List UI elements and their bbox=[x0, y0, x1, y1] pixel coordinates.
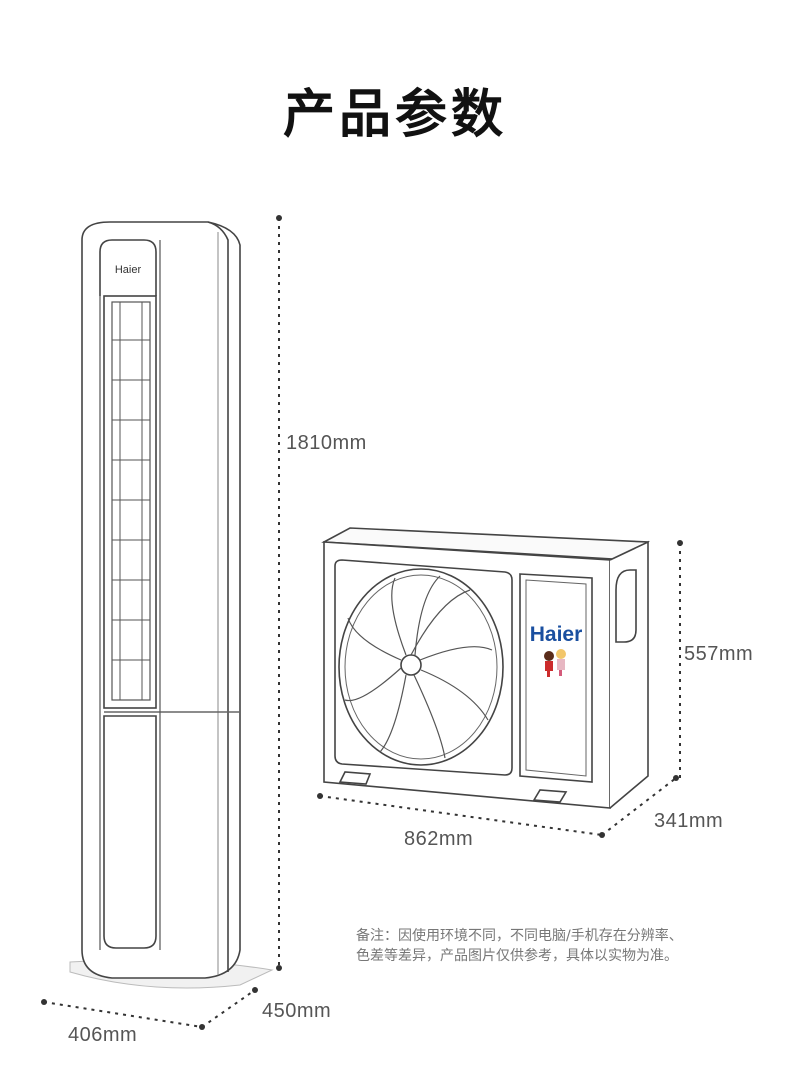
brand-mascot-icon bbox=[544, 649, 566, 677]
disclaimer-line-2: 色差等差异，产品图片仅供参考，具体以实物为准。 bbox=[356, 948, 678, 964]
outdoor-unit bbox=[321, 527, 650, 809]
outdoor-depth-label: 341mm bbox=[654, 810, 724, 832]
indoor-height-label: 1810mm bbox=[286, 432, 367, 454]
page-title: 产品参数 bbox=[282, 85, 507, 145]
indoor-width-label: 406mm bbox=[68, 1024, 138, 1046]
indoor-brand-logo: Haier bbox=[115, 264, 142, 276]
outdoor-width-label: 862mm bbox=[404, 828, 474, 850]
indoor-dimension-endpoints bbox=[41, 215, 282, 1030]
indoor-unit bbox=[69, 221, 274, 989]
disclaimer-note: 备注：因使用环境不同，不同电脑/手机存在分辨率、 色差等差异，产品图片仅供参考，… bbox=[356, 926, 776, 966]
indoor-depth-label: 450mm bbox=[262, 1000, 332, 1022]
outdoor-dimension-endpoints bbox=[317, 540, 683, 838]
indoor-dimension-lines bbox=[43, 218, 280, 1028]
outdoor-brand-logo: Haier bbox=[530, 623, 583, 646]
outdoor-height-label: 557mm bbox=[684, 643, 754, 665]
disclaimer-line-1: 备注：因使用环境不同，不同电脑/手机存在分辨率、 bbox=[356, 928, 683, 944]
